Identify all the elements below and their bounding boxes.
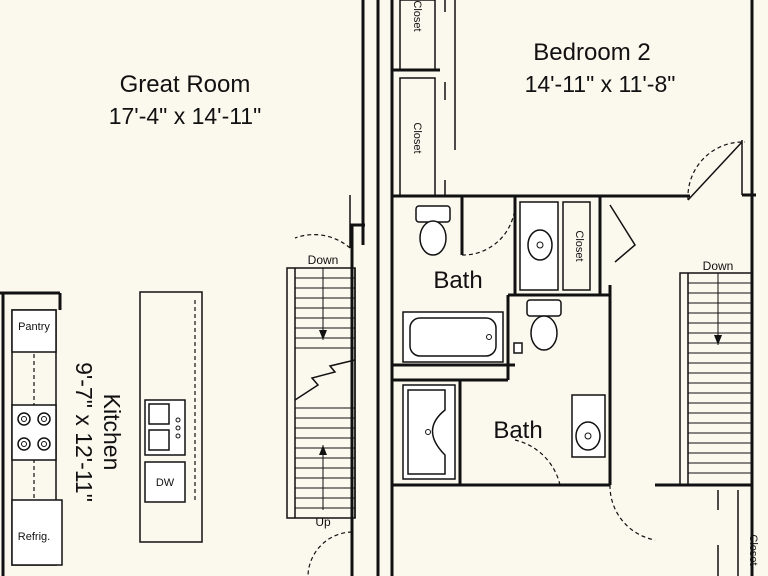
bedroom-2-label: Bedroom 2 bbox=[533, 39, 650, 66]
closet-bottom: Closet bbox=[747, 534, 759, 565]
kitchen-dimensions: 9'-7" x 12'-11" bbox=[71, 362, 97, 502]
svg-text:Closet: Closet bbox=[411, 0, 423, 31]
bath-upper-label: Bath bbox=[433, 267, 482, 294]
svg-text:Pantry: Pantry bbox=[18, 321, 50, 333]
toilet-lower bbox=[526, 299, 562, 317]
bath-lower-label: Bath bbox=[493, 417, 542, 444]
vanity-lower bbox=[571, 394, 606, 458]
great-room: Great Room 17'-4" x 14'-11" bbox=[109, 71, 351, 249]
left-stair-up-label: Up bbox=[315, 515, 331, 529]
svg-text:Refrig.: Refrig. bbox=[18, 531, 50, 543]
refrigerator bbox=[11, 499, 63, 566]
pantry bbox=[11, 309, 57, 353]
dishwasher bbox=[144, 461, 186, 503]
shower bbox=[402, 384, 456, 480]
bathtub bbox=[402, 311, 504, 363]
left-stair-down-label: Down bbox=[308, 253, 339, 267]
right-stair-treads bbox=[688, 282, 752, 474]
bedroom-2-dimensions: 14'-11" x 11'-8" bbox=[525, 71, 676, 97]
great-room-dimensions: 17'-4" x 14'-11" bbox=[109, 103, 262, 129]
svg-text:Closet: Closet bbox=[411, 122, 423, 153]
closet-bath bbox=[562, 201, 591, 291]
kitchen-sink bbox=[144, 399, 186, 456]
bath-upper: Bath Closet bbox=[392, 194, 690, 367]
left-stair-treads bbox=[295, 277, 355, 509]
bedroom-2: Bedroom 2 14'-11" x 11'-8" Closet Closet bbox=[392, 0, 746, 201]
range-cooktop bbox=[11, 404, 57, 461]
great-room-door-swing bbox=[294, 234, 351, 249]
kitchen-label: Kitchen bbox=[99, 394, 125, 471]
toilet-upper bbox=[415, 205, 451, 223]
svg-text:DW: DW bbox=[156, 477, 175, 489]
right-stair-down-label: Down bbox=[703, 259, 734, 273]
kitchen-island bbox=[139, 291, 203, 543]
great-room-label: Great Room bbox=[120, 71, 251, 98]
right-stair: Down Closet bbox=[609, 259, 759, 576]
svg-text:Closet: Closet bbox=[573, 230, 585, 261]
left-stair: Down Up bbox=[286, 253, 356, 576]
kitchen: Pantry Refrig. DW Kitchen 9'-7" x 12'-11… bbox=[11, 291, 203, 566]
bath-lower: Bath bbox=[392, 285, 612, 487]
